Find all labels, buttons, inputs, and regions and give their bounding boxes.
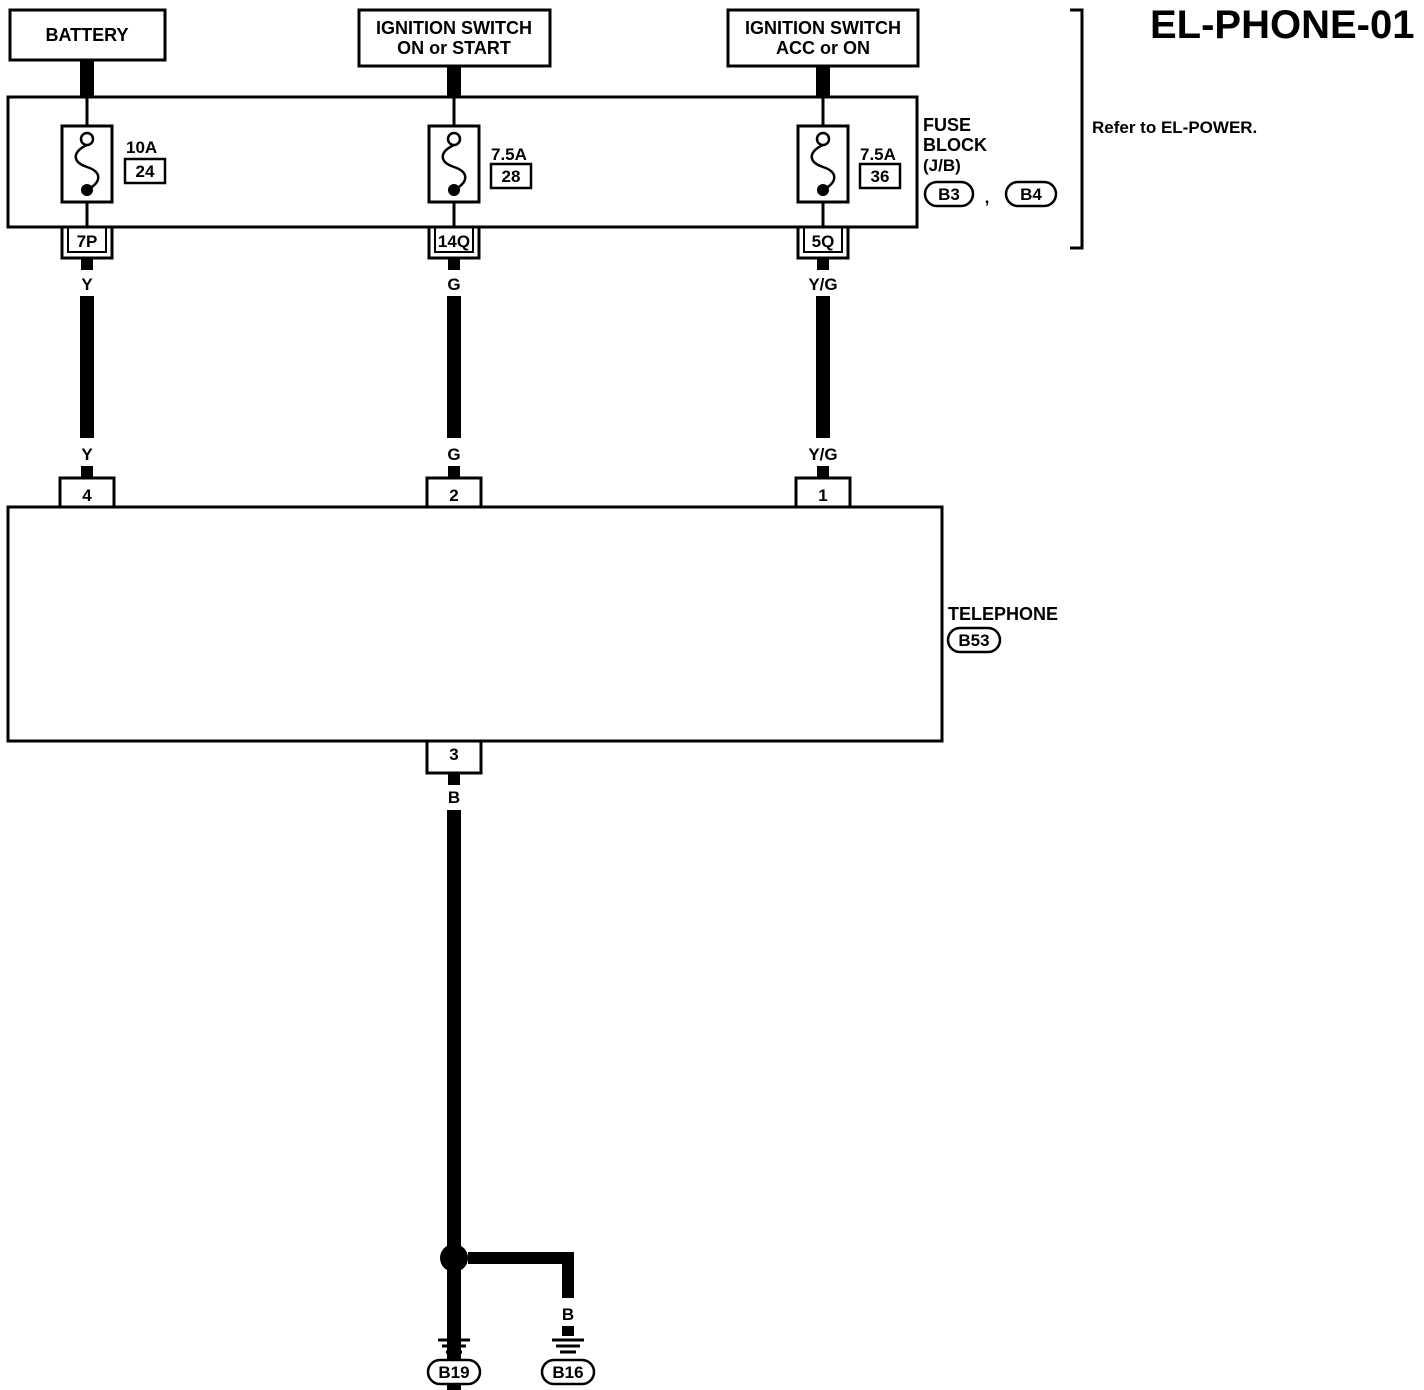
connector-b3-badge — [923, 180, 975, 208]
telephone-pin-1-label: 1 — [818, 486, 827, 505]
ignition-switch-acc-on-line1: IGNITION SWITCH — [745, 18, 901, 38]
ignition-switch-on-start-line2: ON or START — [397, 38, 511, 58]
terminal-14q-label: 14Q — [438, 232, 470, 251]
fuse-terminal-14q: 14Q — [427, 228, 481, 260]
fuse-28-badge — [489, 162, 533, 190]
reference-note: Refer to EL-POWER. — [1092, 118, 1257, 137]
ground-b16-label: B16 — [552, 1363, 583, 1382]
fuse-36-badge — [858, 162, 902, 190]
ground-b19-badge — [426, 1358, 482, 1386]
ground-wire-branch — [468, 1252, 574, 1298]
telephone-label: TELEPHONE — [948, 604, 1058, 624]
ignition-switch-on-start-source: IGNITION SWITCH ON or START — [357, 8, 552, 68]
fuse-24-badge — [123, 157, 167, 185]
reference-bracket — [1070, 8, 1084, 250]
ground-symbol-left: B19 — [426, 1326, 482, 1386]
wire-color-g-top: G — [447, 275, 460, 294]
telephone-unit: TELEPHONE B53 — [6, 505, 1058, 743]
telephone-pin-1: 1 — [794, 476, 852, 507]
fuse-terminal-5q: 5Q — [796, 228, 850, 260]
wire-color-yg-bottom: Y/G — [808, 445, 837, 464]
fuse-36-number: 36 — [871, 167, 890, 186]
telephone-pin-2: 2 — [425, 476, 483, 507]
fuse-block-label-line2: BLOCK — [923, 135, 987, 155]
wire-color-y-bottom: Y — [81, 445, 93, 464]
connector-separator: , — [985, 188, 990, 207]
telephone-pin-3-label: 3 — [449, 745, 458, 764]
fuse-36-rating: 7.5A — [860, 145, 896, 164]
ignition-switch-acc-on-source: IGNITION SWITCH ACC or ON — [726, 8, 920, 68]
telephone-connector-label: B53 — [958, 631, 989, 650]
ground-b16-badge — [540, 1358, 596, 1386]
wire-color-b-ground-left: B — [448, 1305, 460, 1324]
connector-b4-badge — [1004, 180, 1058, 208]
telephone-pin-3: 3 — [425, 742, 483, 775]
wire-color-g-bottom: G — [447, 445, 460, 464]
fuse-terminal-7p: 7P — [60, 228, 114, 260]
wire-color-b-ground-main: B — [448, 788, 460, 807]
fuse-28-number: 28 — [502, 167, 521, 186]
telephone-pin-4: 4 — [58, 476, 116, 507]
telephone-connector-badge — [946, 626, 1002, 654]
ignition-switch-acc-on-line2: ACC or ON — [776, 38, 870, 58]
ignition-switch-on-start-line1: IGNITION SWITCH — [376, 18, 532, 38]
telephone-pin-4-label: 4 — [82, 486, 92, 505]
ground-b19-label: B19 — [438, 1363, 469, 1382]
ground-junction — [440, 1244, 468, 1272]
fuse-block-label-line1: FUSE — [923, 115, 971, 135]
fuse-24-number: 24 — [136, 162, 155, 181]
connector-b4-label: B4 — [1020, 185, 1042, 204]
terminal-7p-label: 7P — [77, 232, 98, 251]
terminal-5q-label: 5Q — [812, 232, 835, 251]
wire-color-y-top: Y — [81, 275, 93, 294]
fuse-28-rating: 7.5A — [491, 145, 527, 164]
ground-symbol-right: B16 — [540, 1326, 596, 1386]
fuse-7-5a-36: 7.5A 36 — [796, 97, 902, 227]
battery-source: BATTERY — [8, 8, 167, 62]
fuse-10a-rating: 10A — [126, 138, 157, 157]
connector-b3-label: B3 — [938, 185, 960, 204]
wire-color-yg-top: Y/G — [808, 275, 837, 294]
telephone-pin-2-label: 2 — [449, 486, 458, 505]
page-title: EL-PHONE-01 — [1150, 3, 1415, 47]
fuse-block-label-line3: (J/B) — [923, 156, 961, 175]
fuse-7-5a-28: 7.5A 28 — [427, 97, 533, 227]
wire-color-b-ground-right: B — [562, 1305, 574, 1324]
fuse-10a: 10A 24 — [60, 97, 167, 227]
battery-label: BATTERY — [46, 25, 129, 45]
